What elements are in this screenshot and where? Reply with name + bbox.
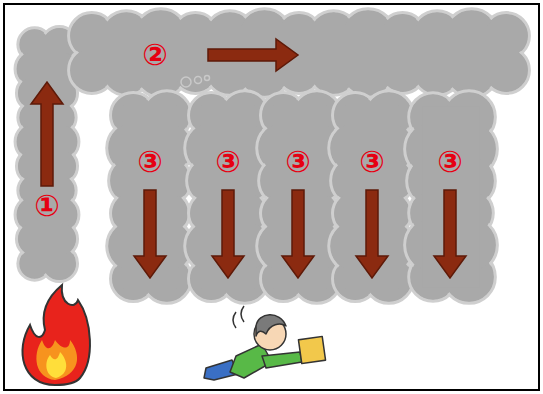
handkerchief — [298, 336, 325, 363]
smoke-arrows — [31, 39, 466, 278]
person-hair — [256, 315, 286, 336]
callout-number: ③ — [215, 147, 240, 177]
up-arrow — [31, 82, 63, 186]
cloud-shape — [186, 90, 270, 304]
cloud-shape — [108, 90, 192, 304]
cloud-body — [81, 25, 516, 80]
down-arrow — [134, 190, 166, 278]
outer-border — [4, 4, 539, 390]
cloud-body — [345, 105, 399, 289]
callout-number: ③ — [285, 147, 310, 177]
motion-line — [233, 312, 236, 328]
bubble — [181, 77, 191, 87]
callout-number: ① — [34, 191, 59, 221]
cloud-shape — [66, 10, 532, 96]
callout-number: ③ — [137, 147, 162, 177]
callout-number: ③ — [437, 147, 462, 177]
right-arrow — [208, 39, 298, 71]
smoke-cloud: ③ — [330, 90, 414, 304]
motion-line — [241, 306, 244, 322]
cloud-shape — [258, 90, 342, 304]
flame-outer — [22, 285, 89, 385]
callout-number: ③ — [359, 147, 384, 177]
cloud-shape — [406, 90, 496, 304]
cloud-body — [27, 37, 67, 271]
callout-number: ② — [142, 40, 167, 70]
down-arrow — [282, 190, 314, 278]
flame-middle — [36, 340, 77, 380]
cloud-body — [422, 106, 480, 288]
fire-illustration — [22, 285, 89, 385]
down-arrow — [212, 190, 244, 278]
cloud-body — [201, 105, 255, 289]
smoke-cloud: ③ — [186, 90, 270, 304]
crawling-person — [204, 306, 326, 380]
down-arrow — [356, 190, 388, 278]
bubble — [195, 77, 202, 84]
down-arrow — [434, 190, 466, 278]
thought-bubbles — [181, 76, 210, 88]
flame-inner — [46, 352, 66, 378]
bubble — [205, 76, 210, 81]
cloud-shape — [330, 90, 414, 304]
smoke-cloud: ③ — [258, 90, 342, 304]
smoke-cloud: ③ — [406, 90, 496, 304]
person-legs — [204, 360, 238, 380]
person-body — [230, 344, 272, 378]
person-head — [254, 318, 286, 350]
cloud-body — [273, 105, 327, 289]
cloud-body — [123, 105, 177, 289]
person-arm — [262, 352, 302, 368]
smoke-cloud: ② — [66, 10, 532, 96]
smoke-cloud: ③ — [108, 90, 192, 304]
